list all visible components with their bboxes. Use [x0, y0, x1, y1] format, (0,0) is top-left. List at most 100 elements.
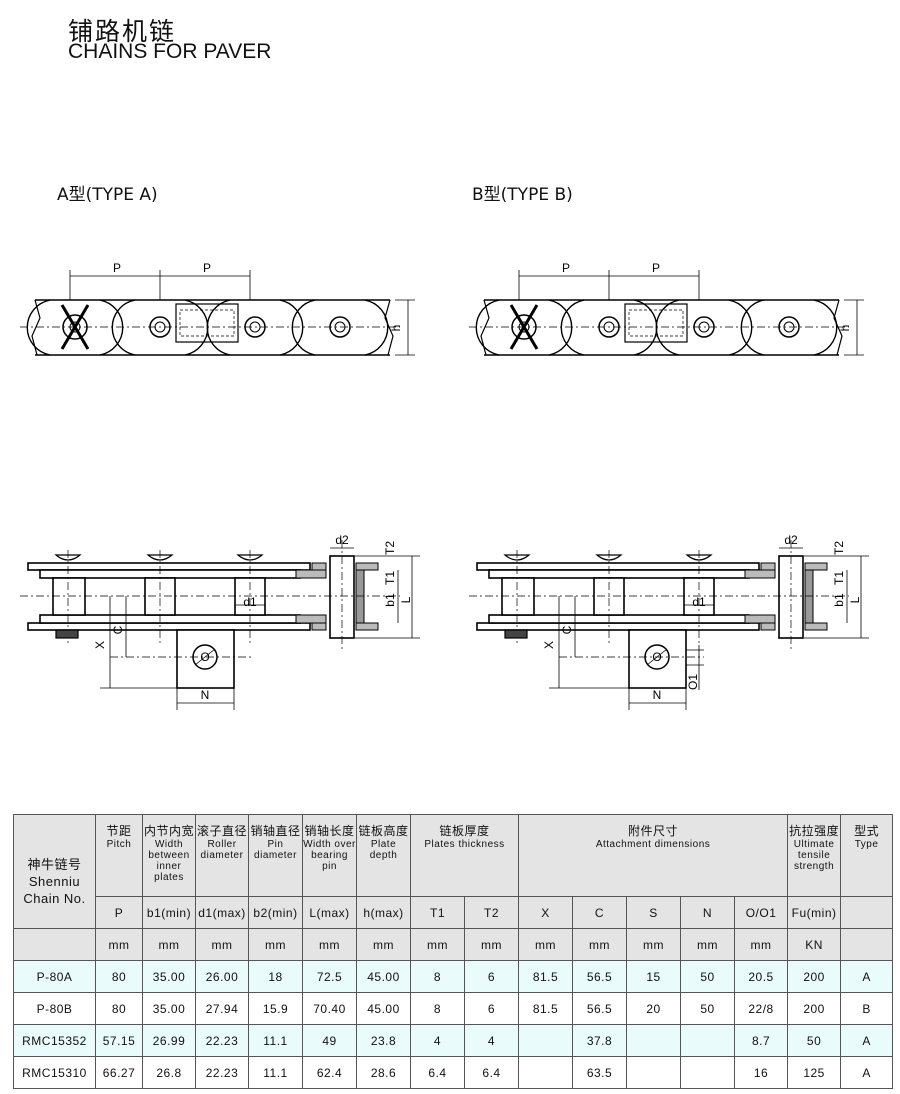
- b1-label: b1: [832, 593, 846, 607]
- value-cell: 80: [95, 960, 143, 993]
- value-cell: 15: [626, 960, 682, 993]
- t1-label: T1: [383, 571, 397, 585]
- symbol-cell: O/O1: [734, 896, 789, 929]
- header-en: Roller diameter: [200, 839, 244, 861]
- section-hatch: [295, 614, 327, 624]
- header-en: Type: [854, 839, 879, 850]
- value-cell: [518, 1024, 574, 1057]
- pitch-label: P: [652, 261, 660, 275]
- value-cell: 26.8: [142, 1056, 196, 1089]
- symbol-cell: C: [572, 896, 628, 929]
- value-cell: [626, 1024, 682, 1057]
- plate-height-label: h: [389, 325, 403, 332]
- o1-label: O1: [686, 674, 700, 690]
- header-cn: 链板厚度: [439, 824, 490, 838]
- value-cell: 8.7: [734, 1024, 789, 1057]
- t2-label: T2: [832, 541, 846, 555]
- value-cell: 22.23: [195, 1024, 249, 1057]
- unit-cell: mm: [356, 928, 411, 961]
- symbol-cell: N: [680, 896, 736, 929]
- header-cn: 滚子直径: [196, 824, 247, 838]
- attachment-slot: [624, 303, 688, 343]
- value-cell: 6.4: [463, 1056, 520, 1089]
- value-cell: 27.94: [195, 992, 249, 1025]
- value-cell: [680, 1056, 736, 1089]
- link-lobe: [740, 299, 838, 356]
- n-label: N: [653, 688, 662, 702]
- roller-section: [804, 569, 814, 624]
- value-cell: 50: [680, 960, 736, 993]
- value-cell: 70.40: [302, 992, 357, 1025]
- value-cell: 200: [787, 960, 842, 993]
- inner-plate: [39, 569, 301, 579]
- value-cell: 63.5: [572, 1056, 628, 1089]
- value-cell: 22/8: [734, 992, 789, 1025]
- pitch-label: P: [203, 261, 211, 275]
- inner-plate: [488, 614, 750, 624]
- section-hatch: [744, 614, 776, 624]
- header-cn: 节距: [106, 824, 132, 838]
- value-cell: [626, 1056, 682, 1089]
- dimension-line: [194, 648, 216, 666]
- value-cell: 4: [463, 1024, 520, 1057]
- unit-cell: mm: [95, 928, 143, 961]
- value-cell: 6: [463, 992, 520, 1025]
- unit-cell: [13, 928, 96, 961]
- outer-plate: [476, 562, 760, 571]
- value-cell: 50: [787, 1024, 842, 1057]
- pin-head: [55, 629, 79, 639]
- roller-section: [355, 569, 365, 624]
- unit-cell: mm: [248, 928, 303, 961]
- chain-no-cell: P-80A: [13, 960, 96, 993]
- header-cn: 神牛链号: [27, 857, 82, 872]
- section-hatch: [311, 622, 327, 631]
- header-en: Pitch: [106, 839, 132, 850]
- symbol-cell: h(max): [356, 896, 411, 929]
- attachment-hole: [628, 309, 684, 337]
- n-label: N: [201, 688, 210, 702]
- type-a-label: A型(TYPE A): [57, 185, 158, 205]
- value-cell: 6: [463, 960, 520, 993]
- outer-plate: [27, 562, 311, 571]
- header-en: Pin diameter: [254, 839, 297, 861]
- o-label: O: [200, 650, 209, 664]
- value-cell: 45.00: [356, 960, 411, 993]
- value-cell: 28.6: [356, 1056, 411, 1089]
- value-cell: B: [840, 992, 894, 1025]
- value-cell: 18: [248, 960, 303, 993]
- value-cell: 35.00: [142, 992, 196, 1025]
- header-cn: 链板高度: [358, 824, 409, 838]
- header-en: Ultimate tensile strength: [793, 839, 835, 872]
- header-en: Width over bearing pin: [303, 839, 356, 872]
- section-hatch: [295, 569, 327, 579]
- value-cell: 11.1: [248, 1056, 303, 1089]
- value-cell: 15.9: [248, 992, 303, 1025]
- section-hatch: [355, 562, 379, 571]
- value-cell: 37.8: [572, 1024, 628, 1057]
- t1-label: T1: [832, 571, 846, 585]
- inner-plate: [488, 569, 750, 579]
- unit-cell: mm: [734, 928, 789, 961]
- plate-edge: [484, 299, 839, 356]
- value-cell: 4: [410, 1024, 465, 1057]
- value-cell: 56.5: [572, 960, 628, 993]
- c-label: C: [560, 625, 574, 634]
- outer-plate: [476, 622, 760, 631]
- value-cell: 62.4: [302, 1056, 357, 1089]
- header-en: Plates thickness: [424, 839, 505, 850]
- section-hatch: [760, 562, 776, 571]
- value-cell: [680, 1024, 736, 1057]
- attachment-slot: [175, 303, 239, 343]
- plate-edge: [35, 299, 390, 356]
